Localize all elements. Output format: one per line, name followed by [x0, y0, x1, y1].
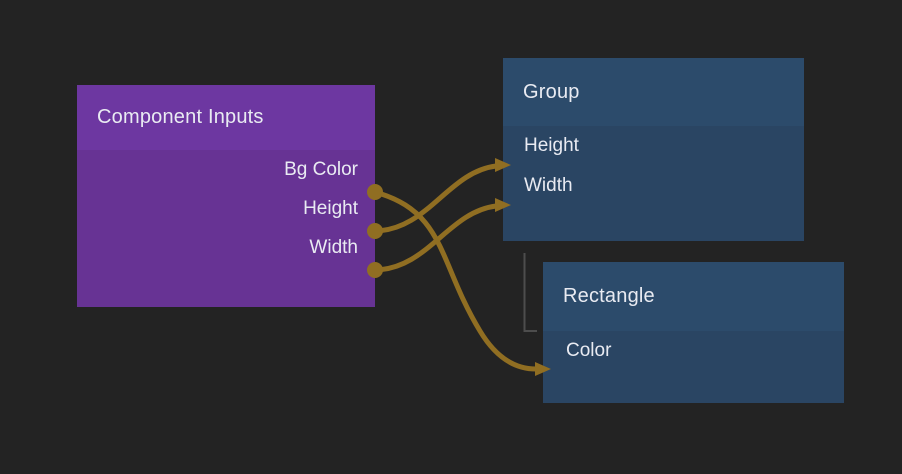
node-group[interactable]: Group Height Width [503, 58, 804, 241]
wire-path[interactable] [372, 163, 499, 234]
input-port-height[interactable]: Height [503, 126, 804, 166]
input-port-label: Color [566, 340, 612, 361]
node-component-inputs[interactable]: Component Inputs Bg Color Height Width [77, 85, 375, 307]
output-port-height[interactable]: Height [77, 189, 375, 228]
input-port-label: Width [524, 175, 573, 196]
output-port-label: Bg Color [284, 158, 358, 180]
node-title: Component Inputs [97, 106, 264, 128]
output-port-bg-color[interactable]: Bg Color [77, 150, 375, 189]
input-port-label: Height [524, 135, 579, 156]
node-header-component-inputs[interactable]: Component Inputs [77, 85, 375, 150]
tree-link-group-rectangle [523, 253, 537, 332]
wire-path[interactable] [372, 203, 499, 273]
output-port-label: Height [303, 197, 358, 219]
input-port-width[interactable]: Width [503, 166, 804, 206]
node-rectangle[interactable]: Rectangle Color [543, 262, 844, 403]
input-port-color[interactable]: Color [543, 331, 844, 371]
node-title: Group [523, 80, 580, 103]
output-port-label: Width [309, 236, 358, 258]
node-header-rectangle[interactable]: Rectangle [543, 262, 844, 331]
node-title: Rectangle [563, 285, 655, 307]
wire-2[interactable] [372, 198, 511, 273]
node-header-group[interactable]: Group [503, 58, 804, 126]
wire-1[interactable] [372, 158, 511, 234]
output-port-width[interactable]: Width [77, 228, 375, 267]
